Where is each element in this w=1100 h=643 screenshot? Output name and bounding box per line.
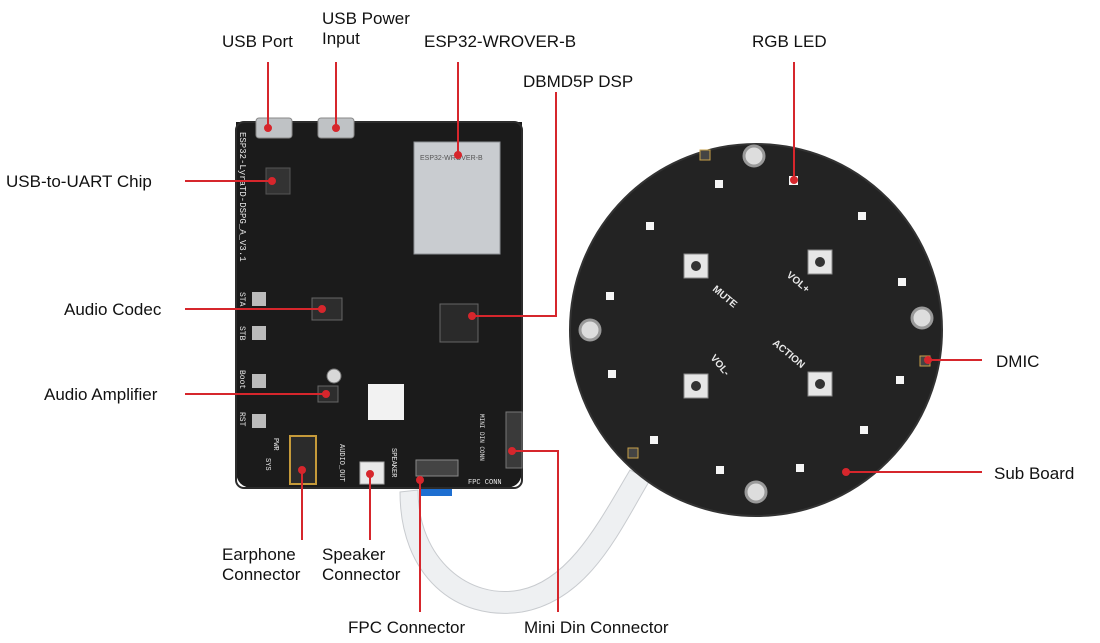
label-sub-board: Sub Board (994, 464, 1075, 483)
led (646, 222, 654, 230)
audio-out-silk: AUDIO_OUT (337, 444, 345, 482)
label-usb-port: USB Port (222, 32, 293, 51)
led (608, 370, 616, 378)
usb-port (255, 117, 293, 139)
fpc-conn-silk: FPC CONN (468, 479, 502, 487)
led (860, 426, 868, 434)
sta-button (252, 292, 266, 306)
boot-button (252, 374, 266, 388)
fpc-socket (415, 459, 459, 477)
stb-button (252, 326, 266, 340)
led (898, 278, 906, 286)
board-id-silk: ESP32-LyraTD-DSPG_A_V3.1 (237, 132, 247, 262)
label-rgb-led: RGB LED (752, 32, 827, 51)
rst-button (252, 414, 266, 428)
speaker-silk: SPEAKER (389, 448, 397, 478)
capacitor (326, 368, 342, 384)
mount-hole (744, 480, 768, 504)
led (858, 212, 866, 220)
label-dmic: DMIC (996, 352, 1040, 371)
led (896, 376, 904, 384)
label-usb-uart-chip: USB-to-UART Chip (6, 172, 152, 191)
mount-hole (742, 144, 766, 168)
led (796, 464, 804, 472)
mount-hole (910, 306, 934, 330)
label-esp32: ESP32-WROVER-B (424, 32, 577, 51)
callout-lines (185, 62, 982, 612)
label-usb-power-input: USB Power Input (322, 9, 410, 48)
esp32-module (413, 141, 501, 255)
rst-silk: RST (237, 412, 246, 427)
stb-silk: STB (237, 326, 246, 341)
led (650, 436, 658, 444)
mini-din-socket (505, 411, 523, 469)
label-earphone-connector: Earphone Connector (222, 545, 301, 584)
main-board: ESP32-WROVER-B ESP32-LyraTD-DSPG_A_V3.1 … (235, 117, 523, 489)
callout-dsp (472, 92, 557, 317)
sub-board: MUTE VOL+ VOL- ACTION (569, 143, 943, 517)
led (715, 180, 723, 188)
label-dbmd5p-dsp: DBMD5P DSP (523, 72, 634, 91)
label-audio-codec: Audio Codec (64, 300, 162, 319)
dmic (627, 447, 639, 459)
mount-hole (578, 318, 602, 342)
led (716, 466, 724, 474)
sys-silk: SYS (263, 458, 271, 471)
boot-silk: Boot (237, 370, 246, 389)
label-mini-din-connector: Mini Din Connector (524, 618, 669, 637)
dmic (699, 149, 711, 161)
esp32-module-text: ESP32-WROVER-B (420, 155, 483, 162)
label-fpc-connector: FPC Connector (348, 618, 466, 637)
dsp-chip (439, 303, 479, 343)
led (606, 292, 614, 300)
sta-silk: STA (237, 292, 246, 307)
mini-din-silk: MINI DIN CONN (478, 414, 485, 461)
label-audio-amplifier: Audio Amplifier (44, 385, 158, 404)
label-speaker-connector: Speaker Connector (322, 545, 401, 584)
qr-code (368, 384, 404, 420)
pwr-silk: PWR (271, 438, 279, 451)
callout-mini-din (512, 450, 559, 612)
